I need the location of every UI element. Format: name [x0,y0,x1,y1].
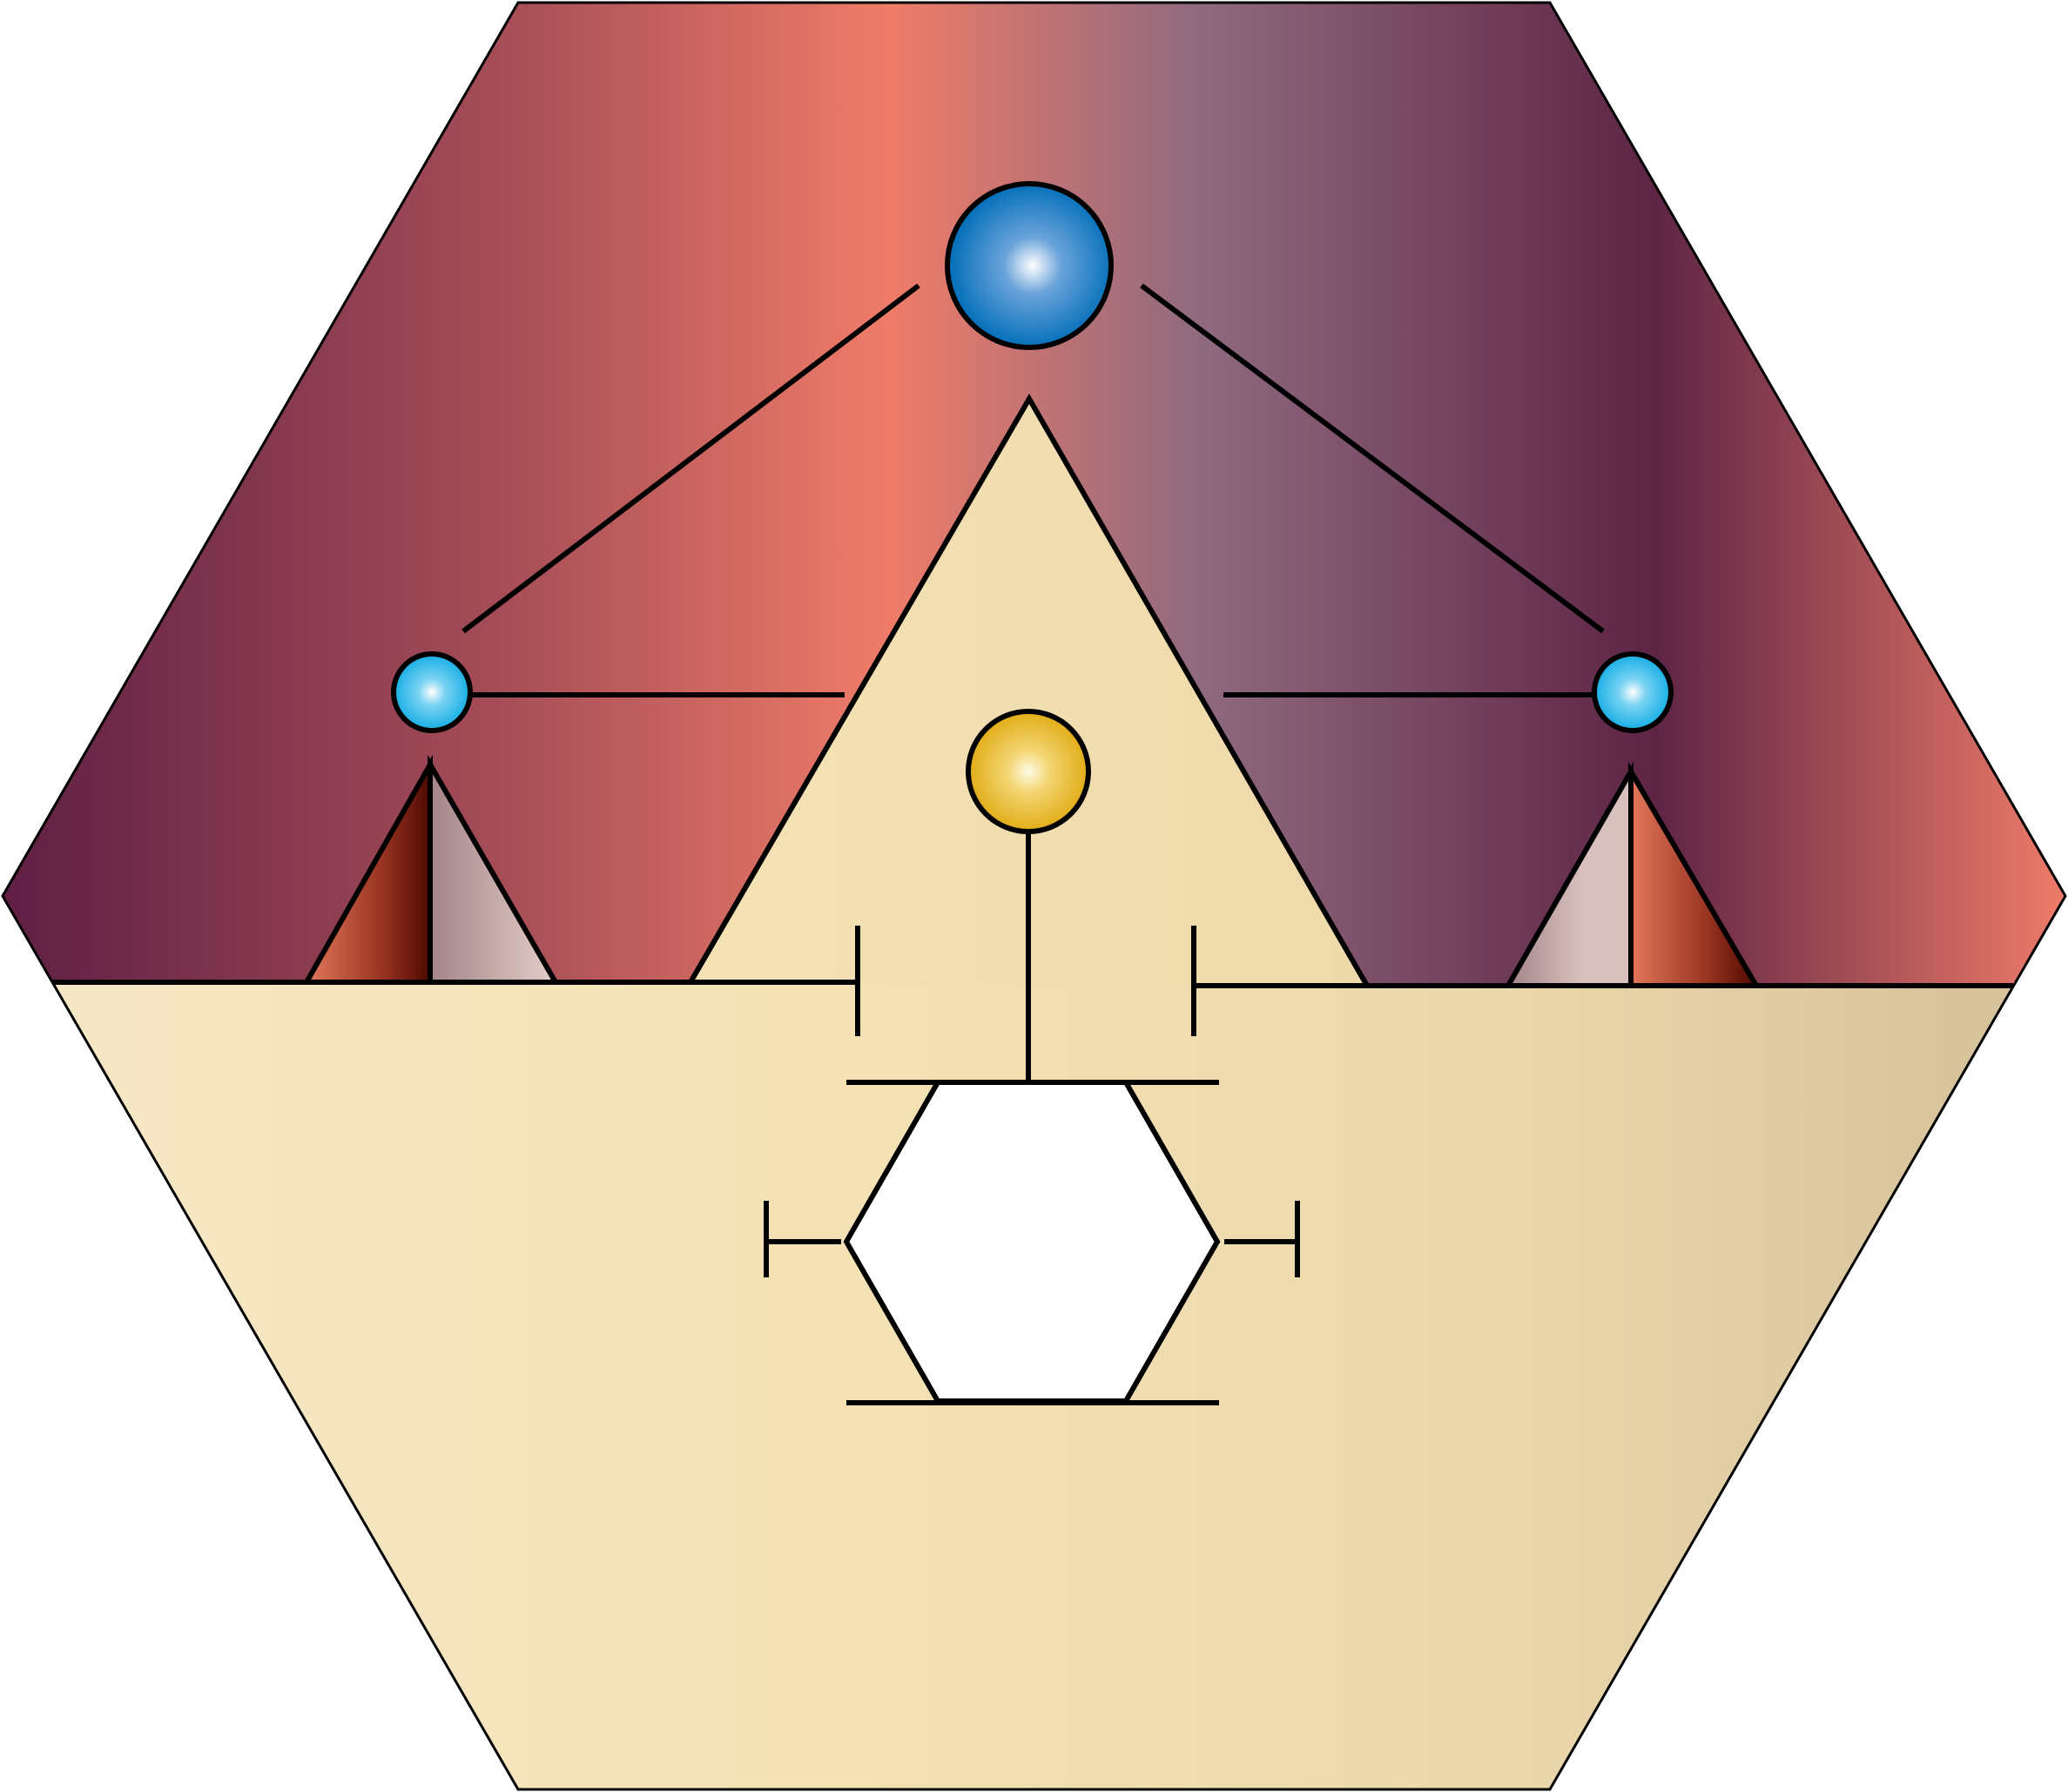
left-node-circle-icon [391,651,473,733]
center-triangle-icon [690,399,1367,986]
left-small-triangle-light [428,754,561,985]
center-triangle-outline [688,394,1370,987]
connector-top-left [461,283,920,634]
connector-top-right [1140,283,1605,634]
top-node-circle-icon [945,181,1114,350]
right-small-triangle-dark [1628,761,1762,988]
right-node-circle-icon [1592,651,1674,733]
center-node-circle-icon [966,709,1091,834]
